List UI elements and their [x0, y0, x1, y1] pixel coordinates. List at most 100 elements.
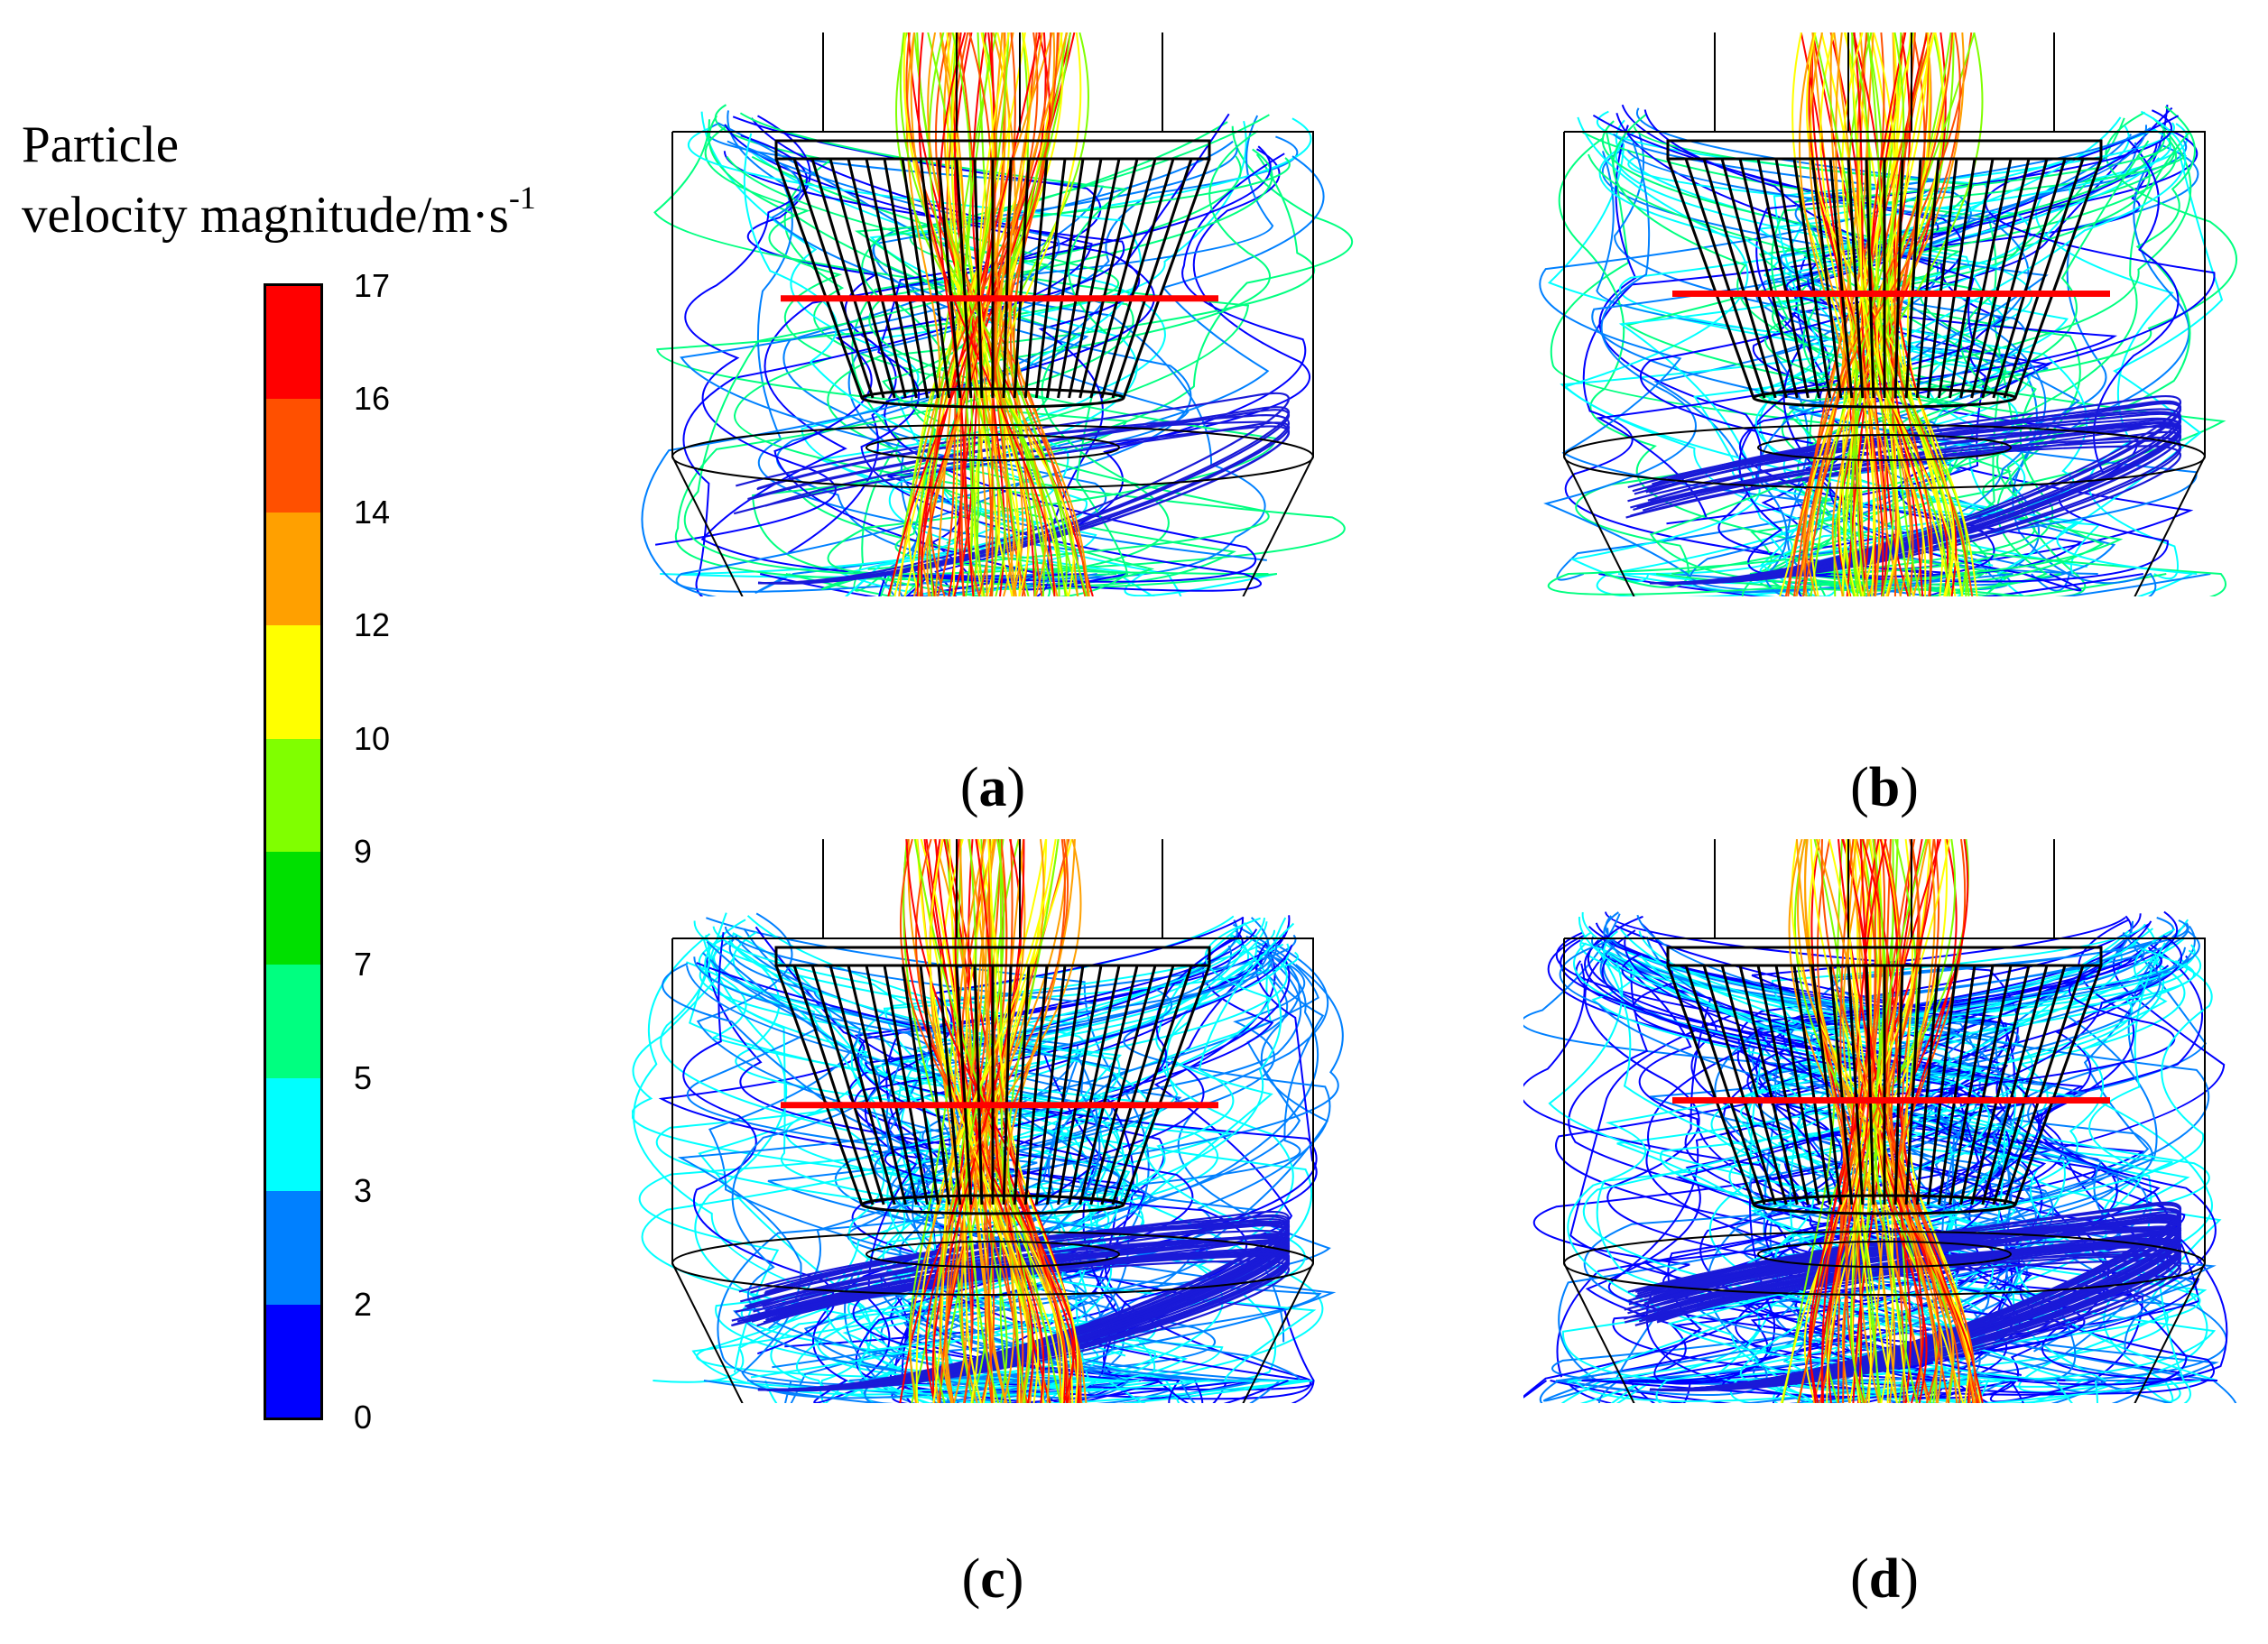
cone-wall	[1563, 456, 2206, 596]
streamline	[723, 151, 1128, 591]
separator-cylinder	[671, 131, 1314, 457]
cage-bottom-ellipse	[1752, 1194, 2017, 1215]
cage-blade	[2003, 965, 2085, 1205]
cage-blade	[1057, 965, 1103, 1205]
inner-ellipse	[1757, 434, 2012, 461]
colorbar-tick-label: 5	[354, 1058, 373, 1096]
cage-blade	[810, 158, 885, 399]
colorbar-segment	[266, 285, 320, 400]
cage-blade	[955, 158, 973, 399]
cage-blade	[1720, 965, 1788, 1205]
colorbar-segment	[266, 851, 320, 965]
cage-blade	[1915, 965, 1940, 1205]
separator-geometry	[1563, 32, 2206, 596]
streamline	[698, 933, 1110, 1381]
cone-wall	[671, 456, 1314, 596]
separator-cylinder	[1563, 937, 2206, 1263]
cage-blade	[1792, 158, 1832, 399]
colorbar-tick-label: 2	[354, 1285, 373, 1323]
colorbar-tick-label: 17	[354, 267, 391, 304]
cage-blade	[1089, 965, 1157, 1205]
separator-geometry	[671, 32, 1314, 596]
streamline	[1592, 114, 1995, 578]
cage-blade	[2003, 158, 2085, 399]
colorbar-tick-label: 16	[354, 380, 391, 418]
cage-blade	[1970, 965, 2031, 1205]
separator-cylinder	[1563, 131, 2206, 457]
cage-blade	[1949, 158, 1995, 399]
cage-blade	[1949, 965, 1995, 1205]
cage-blade	[1002, 965, 1013, 1205]
cage-blade	[1810, 965, 1843, 1205]
streamline	[757, 1224, 1290, 1391]
legend-title: Particle velocity magnitude/m·s-1	[22, 110, 536, 251]
cage-blade	[1865, 158, 1875, 399]
streamline	[1996, 154, 2224, 596]
cage-blade	[792, 158, 875, 399]
colorbar-tick-label: 12	[354, 606, 391, 644]
cage-blade	[1774, 965, 1820, 1205]
streamline	[1829, 32, 1881, 596]
cage-blade	[774, 158, 864, 399]
streamline	[1578, 917, 1989, 1403]
cage-blade	[2013, 158, 2103, 399]
cage-blade	[1002, 158, 1013, 399]
streamline	[1539, 107, 1986, 520]
cage-blade	[1023, 158, 1049, 399]
cage-blade	[1926, 158, 1958, 399]
streamline	[946, 32, 1014, 596]
streamline	[913, 839, 1062, 1403]
streamline	[1756, 960, 2186, 1403]
streamline	[703, 940, 1048, 1403]
cage-bottom-ellipse	[860, 1194, 1125, 1215]
streamline	[1738, 115, 2216, 577]
cage-blade	[1847, 158, 1865, 399]
inner-ellipse	[866, 1241, 1120, 1268]
inner-ellipse	[1757, 1241, 2012, 1268]
cage-blade	[1100, 158, 1175, 399]
streamline	[1811, 32, 1910, 596]
cage-blade	[1959, 965, 2013, 1205]
cage-blade	[883, 965, 929, 1205]
separator-cylinder	[671, 937, 1314, 1263]
cage-blade	[1720, 158, 1788, 399]
legend-title-line1: Particle	[22, 116, 180, 173]
streamline	[1754, 122, 2175, 555]
streamline	[909, 839, 985, 1403]
cage-blade	[1068, 965, 1121, 1205]
streamline	[638, 931, 1101, 1373]
streamline	[1797, 140, 2226, 596]
cage-blade	[1959, 158, 2013, 399]
cage-blade	[1702, 158, 1777, 399]
cage-blade	[792, 965, 875, 1205]
cage-blade	[1666, 965, 1755, 1205]
cage-blade	[1904, 965, 1922, 1205]
cage-blade	[1981, 965, 2049, 1205]
streamline	[1591, 133, 1972, 594]
colorbar-tick-label: 0	[354, 1399, 373, 1436]
streamline	[2035, 123, 2189, 580]
cage-blade	[1738, 158, 1799, 399]
cage-blade	[1970, 158, 2031, 399]
cage-blade	[1738, 965, 1799, 1205]
cage-blade	[1992, 158, 2067, 399]
colorbar-segment	[266, 964, 320, 1078]
cage-blade	[1045, 158, 1085, 399]
cage-blade	[1100, 965, 1175, 1205]
streamline	[1758, 117, 2192, 596]
streamline	[855, 962, 1318, 1382]
streamline	[1874, 839, 1928, 1403]
panel-c	[632, 839, 1354, 1403]
panel-label-c: (c)	[961, 1548, 1024, 1610]
cage-blade	[865, 158, 918, 399]
separator-streamline-plot	[1523, 839, 2237, 1403]
streamline	[965, 32, 1010, 596]
cage-blade	[2013, 965, 2103, 1205]
cage-blade	[865, 965, 918, 1205]
streamline	[853, 944, 1293, 1403]
colorbar-segment	[266, 1304, 320, 1418]
streamline	[952, 32, 1026, 596]
cage-blade	[919, 158, 951, 399]
streamline	[949, 839, 1045, 1403]
streamline	[757, 1215, 1290, 1391]
